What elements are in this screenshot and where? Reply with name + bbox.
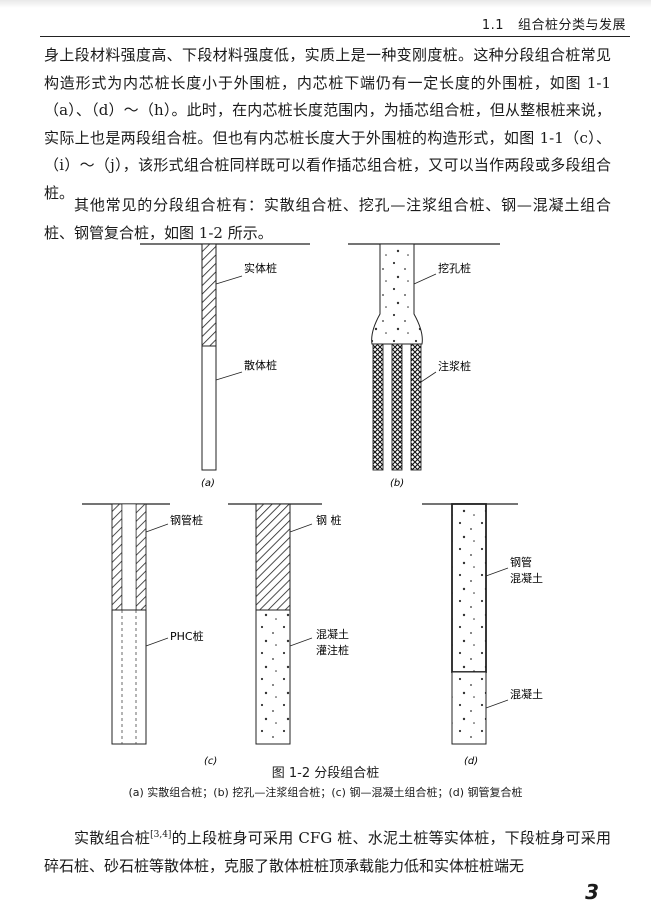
panel-d-upper-label: 钢 桩 bbox=[316, 513, 342, 527]
panel-b-label: (b) bbox=[390, 478, 404, 489]
panel-c-drawing bbox=[82, 503, 170, 745]
figure-caption: (a) 实散组合桩；(b) 挖孔—注浆组合桩；(c) 钢—混凝土组合桩；(d) … bbox=[128, 786, 523, 799]
figure-drawing: 实体桩 散体桩 (a) 挖孔桩 注浆桩 (b) 钢管桩 bbox=[82, 243, 543, 767]
figure-1-2: 实体桩 散体桩 (a) 挖孔桩 注浆桩 (b) 钢管桩 bbox=[60, 232, 600, 792]
panel-d-lower-label-2: 灌注桩 bbox=[316, 643, 349, 657]
section-number: 1.1 bbox=[481, 18, 505, 33]
panel-e-drawing bbox=[422, 503, 518, 745]
panel-e-label: (d) bbox=[464, 756, 478, 767]
panel-c-lower-label: PHC桩 bbox=[170, 629, 204, 643]
paragraph-2: 其他常见的分段组合桩有：实散组合桩、挖孔—注浆组合桩、钢—混凝土组合桩、钢管复合… bbox=[44, 196, 611, 242]
citation-reference: [3,4] bbox=[150, 830, 172, 840]
paragraph-3: 实散组合桩[3,4]的上段桩身可采用 CFG 桩、水泥土桩等实体桩，下段桩身可采… bbox=[44, 822, 611, 880]
paragraph-3-rest: 的上段桩身可采用 CFG 桩、水泥土桩等实体桩，下段桩身可采用碎石桩、砂石桩等散… bbox=[44, 829, 611, 875]
panel-c-upper-label: 钢管桩 bbox=[170, 513, 203, 527]
panel-a-upper-label: 实体桩 bbox=[244, 261, 277, 275]
page-top-edge bbox=[0, 0, 651, 8]
paragraph-1: 身上段材料强度高、下段材料强度低，实质上是一种变刚度桩。这种分段组合桩常见构造形… bbox=[44, 46, 611, 202]
panel-d-drawing bbox=[228, 503, 322, 745]
paragraph-3-start: 实散组合桩 bbox=[74, 829, 151, 847]
panel-c-label: (c) bbox=[204, 756, 217, 767]
page-number: 3 bbox=[585, 880, 599, 904]
panel-a-label: (a) bbox=[201, 478, 215, 489]
panel-d-lower-label-1: 混凝土 bbox=[316, 627, 349, 641]
panel-a-lower-label: 散体桩 bbox=[244, 358, 277, 372]
header-text: 1.1 组合桩分类与发展 bbox=[482, 14, 626, 33]
panel-e-lower-label: 混凝土 bbox=[510, 687, 543, 701]
figure-title: 图 1-2 分段组合桩 bbox=[271, 766, 380, 781]
panel-a-drawing bbox=[140, 243, 310, 471]
panel-b-drawing bbox=[348, 243, 500, 471]
panel-e-upper-label-1: 钢管 bbox=[510, 555, 532, 569]
panel-b-upper-label: 挖孔桩 bbox=[438, 261, 471, 275]
running-header: 1.1 组合桩分类与发展 bbox=[40, 8, 630, 37]
section-title: 组合桩分类与发展 bbox=[517, 18, 626, 33]
panel-b-lower-label: 注浆桩 bbox=[438, 359, 471, 373]
panel-e-upper-label-2: 混凝土 bbox=[510, 571, 543, 585]
